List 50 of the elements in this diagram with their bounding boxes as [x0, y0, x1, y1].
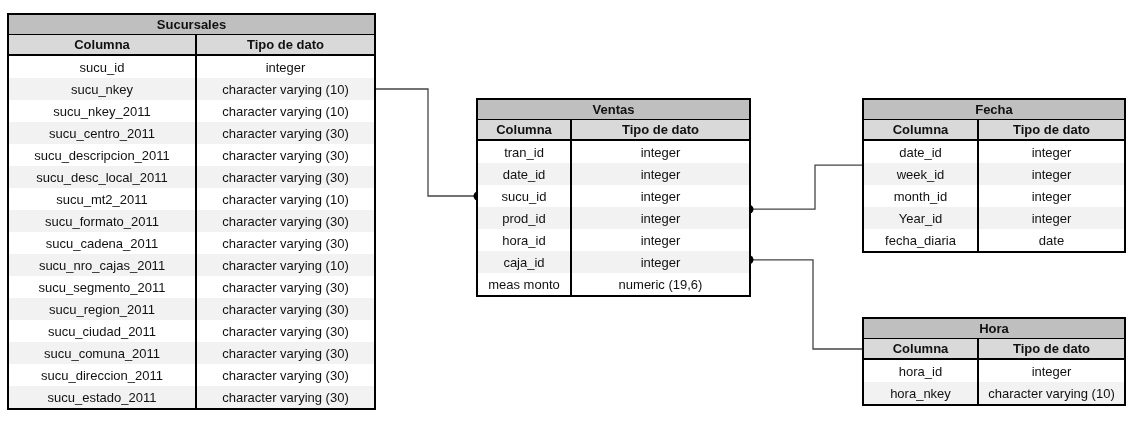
column-header: Tipo de dato	[979, 120, 1124, 141]
data-type: integer	[639, 231, 682, 250]
data-type: integer	[639, 187, 682, 206]
data-type: integer	[639, 209, 682, 228]
data-type: character varying (10)	[221, 256, 350, 275]
column-name: hora_nkey	[864, 382, 979, 404]
data-type: character varying (10)	[987, 384, 1116, 403]
data-type: integer	[1030, 143, 1073, 162]
data-type: integer	[264, 58, 307, 77]
database-table	[862, 98, 1126, 253]
database-table	[7, 13, 376, 410]
table-title: Ventas	[478, 100, 749, 120]
data-type: character varying (30)	[221, 168, 350, 187]
table-title: Hora	[864, 319, 1124, 339]
data-type: character varying (10)	[221, 102, 350, 121]
column-header: Tipo de dato	[979, 339, 1124, 360]
column-name: fecha_diaria	[864, 229, 979, 251]
data-type: integer	[1030, 209, 1073, 228]
column-name: sucu_estado_2011	[9, 386, 197, 408]
data-type: character varying (30)	[221, 124, 350, 143]
data-type: character varying (30)	[221, 322, 350, 341]
data-type: character varying (30)	[221, 278, 350, 297]
data-type: character varying (10)	[221, 80, 350, 99]
data-type: integer	[1030, 165, 1073, 184]
data-type: integer	[1030, 187, 1073, 206]
column-header: Tipo de dato	[572, 120, 749, 141]
data-type: integer	[639, 143, 682, 162]
table-title: Fecha	[864, 100, 1124, 120]
data-type: character varying (30)	[221, 388, 350, 407]
data-type: character varying (30)	[221, 344, 350, 363]
database-table	[862, 317, 1126, 406]
column-header: Tipo de dato	[197, 35, 374, 56]
data-type: date	[1037, 231, 1066, 250]
data-type: integer	[639, 165, 682, 184]
data-type: numeric (19,6)	[617, 275, 704, 294]
column-header: Columna	[864, 339, 979, 360]
column-name: meas monto	[478, 273, 572, 295]
data-type: integer	[639, 253, 682, 272]
column-header: Columna	[864, 120, 979, 141]
table-title: Sucursales	[9, 15, 374, 35]
data-type: character varying (10)	[221, 190, 350, 209]
database-table	[476, 98, 751, 297]
data-type: integer	[1030, 362, 1073, 381]
data-type: character varying (30)	[221, 300, 350, 319]
column-header: Columna	[9, 35, 197, 56]
column-header: Columna	[478, 120, 572, 141]
data-type: character varying (30)	[221, 366, 350, 385]
data-type: character varying (30)	[221, 146, 350, 165]
data-type: character varying (30)	[221, 212, 350, 231]
data-type: character varying (30)	[221, 234, 350, 253]
